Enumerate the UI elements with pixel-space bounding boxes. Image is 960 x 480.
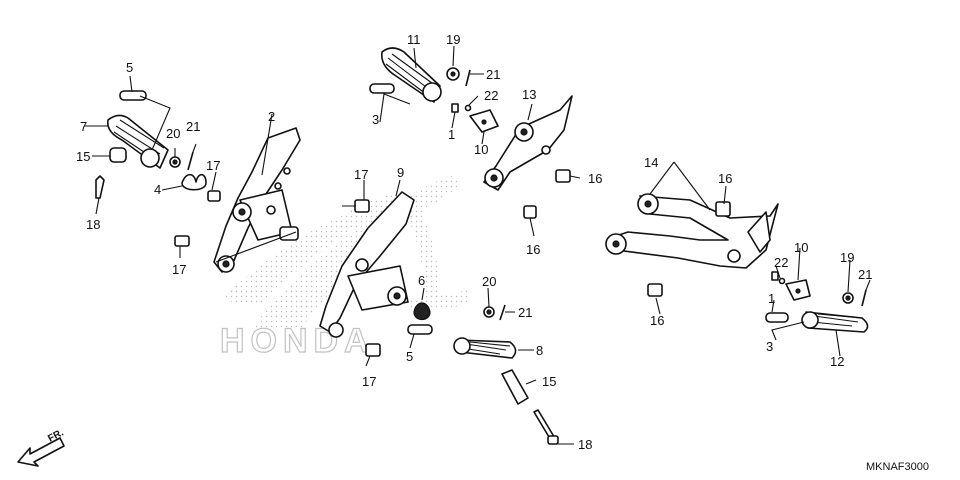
diagram-code: MKNAF3000 [866,461,929,473]
left-spring-4 [181,173,207,191]
right-bracket-14 [605,193,779,269]
callout-17: 17 [362,374,376,389]
upper-bolts-16 [523,169,571,219]
callout-20: 20 [166,126,180,141]
callout-3: 3 [766,339,773,354]
left-bracket-2 [213,127,301,273]
callout-5: 5 [126,60,133,75]
callout-17: 17 [172,262,186,277]
center-footpeg-8 [453,337,517,359]
center-spring-6 [413,302,431,321]
callout-labels: 5 7 15 18 20 21 4 17 17 2 17 9 6 5 17 20… [76,32,872,452]
callout-14: 14 [644,155,658,170]
callout-15: 15 [76,149,90,164]
left-bolt-18 [95,175,105,199]
center-bolt-18 [533,409,559,445]
left-cap-15 [109,147,127,163]
callout-21: 21 [186,119,200,134]
upper-pin-3 [369,83,395,94]
callout-21: 21 [858,267,872,282]
center-bolt-17-top [354,199,370,213]
callout-19: 19 [840,250,854,265]
front-arrow: FR. [17,427,66,467]
left-washer-20 [169,156,181,168]
callout-1: 1 [448,127,455,142]
callout-16: 16 [526,242,540,257]
callout-7: 7 [80,119,87,134]
callout-3: 3 [372,112,379,127]
center-leader-lines [342,179,574,445]
callout-2: 2 [268,109,275,124]
callout-19: 19 [446,32,460,47]
upper-washer-19 [446,67,460,81]
center-pin-5 [407,324,433,335]
left-leader-lines [84,75,297,263]
right-washer-19 [842,292,854,304]
right-footpeg-12 [801,311,869,333]
center-cotter-pin-21 [499,304,506,321]
upper-bracket-13 [483,95,573,191]
callout-10: 10 [474,142,488,157]
right-leader-lines [649,161,871,357]
callout-18: 18 [578,437,592,452]
callout-20: 20 [482,274,496,289]
callout-16: 16 [588,171,602,186]
callout-21: 21 [486,67,500,82]
right-pin-3 [765,312,789,323]
callout-21: 21 [518,305,532,320]
center-bolt-17-bottom [365,343,381,357]
callout-16: 16 [650,313,664,328]
upper-pin-1-spring-22 [451,103,472,113]
upper-cotter-pin-21 [465,69,471,87]
callout-22: 22 [774,255,788,270]
callout-9: 9 [397,165,404,180]
callout-17: 17 [206,158,220,173]
callout-10: 10 [794,240,808,255]
callout-1: 1 [768,291,775,306]
left-cotter-pin-21 [187,151,194,171]
callout-8: 8 [536,343,543,358]
right-cotter-pin-21 [861,289,867,307]
right-bolts-16 [647,201,731,297]
left-pin-5 [119,90,147,101]
center-cap-15 [501,369,529,405]
upper-leader-lines [379,45,581,237]
callout-12: 12 [830,354,844,369]
callout-18: 18 [86,217,100,232]
callout-4: 4 [154,182,161,197]
callout-17: 17 [354,167,368,182]
callout-13: 13 [522,87,536,102]
right-plate-10 [785,279,811,301]
callout-15: 15 [542,374,556,389]
callout-6: 6 [418,273,425,288]
upper-plate-10 [469,109,499,133]
callout-11: 11 [407,32,421,47]
callout-5: 5 [406,349,413,364]
upper-footpeg-11 [380,47,442,103]
callout-16: 16 [718,171,732,186]
right-pin-1-spring-22 [771,271,786,285]
callout-22: 22 [484,88,498,103]
center-bracket-9 [319,191,415,338]
watermark-text: HONDA [220,322,375,360]
center-washer-20 [483,306,495,318]
left-bolts-17 [174,190,221,247]
